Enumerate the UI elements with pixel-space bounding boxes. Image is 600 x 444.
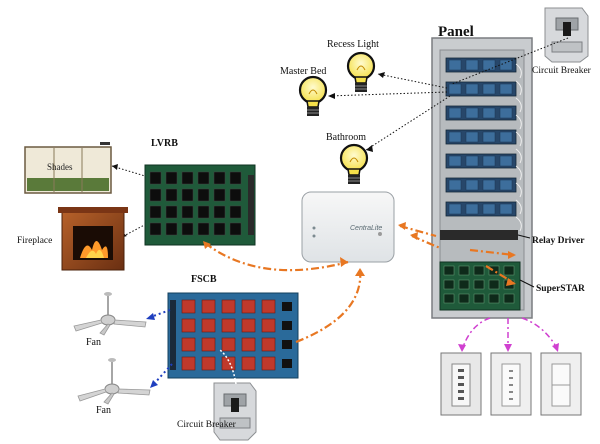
bathroom-bulb xyxy=(339,143,369,184)
circuit-breaker-top-label: Circuit Breaker xyxy=(532,66,592,76)
master-bed-bulb xyxy=(298,75,328,116)
panel-title: Panel xyxy=(438,24,474,40)
circuit-breaker-top xyxy=(544,7,589,63)
fireplace-label: Fireplace xyxy=(17,236,52,246)
panel-relay-rows xyxy=(445,57,517,217)
fscb-label: FSCB xyxy=(191,274,217,285)
ceiling-fan-bottom xyxy=(77,358,151,405)
master-bed-label: Master Bed xyxy=(280,66,326,77)
breaker-to-fscb-link xyxy=(219,349,237,385)
keypad-2 xyxy=(490,352,532,416)
magenta-arrowheads xyxy=(458,343,559,352)
fireplace-unit xyxy=(58,207,128,271)
orange-arrowheads xyxy=(203,222,516,286)
label-pointers xyxy=(517,234,535,288)
shades-label: Shades xyxy=(47,162,73,172)
superstar-label: SuperSTAR xyxy=(536,284,585,294)
circuit-breaker-bottom-label: Circuit Breaker xyxy=(177,420,237,430)
fan-top-label: Fan xyxy=(86,337,101,348)
blue-fan-links xyxy=(147,309,173,387)
lvrb-board xyxy=(144,164,256,246)
fan-bottom-label: Fan xyxy=(96,405,111,416)
electrical-panel xyxy=(431,37,533,319)
recess-light-bulb xyxy=(346,51,376,92)
blue-arrowheads xyxy=(146,313,158,388)
lvrb-label: LVRB xyxy=(151,138,178,149)
keypad-3 xyxy=(540,352,582,416)
ceiling-fan-top xyxy=(73,292,147,336)
shades-window xyxy=(24,142,112,194)
keypad-1 xyxy=(440,352,482,416)
relay-driver-label: Relay Driver xyxy=(532,236,585,246)
controller-brand-logo: CentraLite xyxy=(350,225,382,232)
fscb-board xyxy=(167,292,299,379)
relay-driver-bar xyxy=(440,230,518,240)
bathroom-label: Bathroom xyxy=(326,132,366,143)
circuit-breaker-bottom xyxy=(213,382,257,441)
recess-light-label: Recess Light xyxy=(327,39,379,50)
